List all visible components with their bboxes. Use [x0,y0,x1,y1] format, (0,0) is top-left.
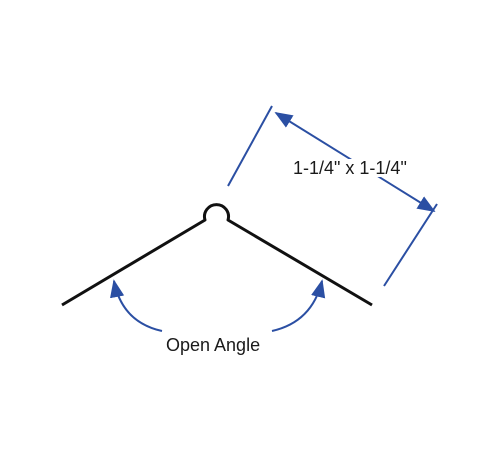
dimension-extension-line-right [383,203,438,287]
trim-profile [61,203,373,307]
open-angle-arc-right [271,279,326,332]
dimension-extension-line-left [227,105,273,187]
open-angle-label: Open Angle [164,335,263,355]
dimension-label: 1-1/4" x 1-1/4" [291,158,409,178]
open-angle-arc [110,279,163,332]
